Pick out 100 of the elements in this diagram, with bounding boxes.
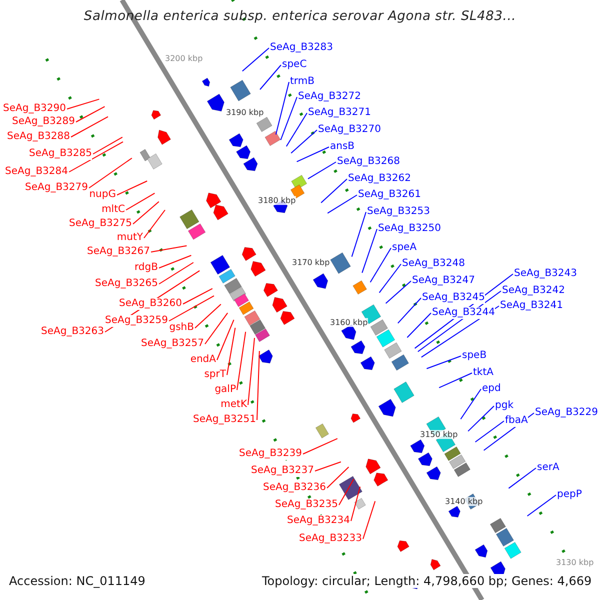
accession-text: Accession: NC_011149 — [9, 574, 146, 588]
leader-line — [280, 96, 298, 140]
leader-line — [260, 64, 282, 90]
gene-label: SeAg_B3260 — [119, 298, 182, 310]
gene-label: speB — [462, 350, 487, 362]
gene-label: SeAg_B3237 — [251, 465, 314, 477]
gene-label: SeAg_B3262 — [348, 173, 411, 185]
gene-label: SeAg_B3271 — [308, 107, 371, 119]
leader-line — [397, 298, 422, 324]
leader-line — [326, 466, 350, 488]
leader-line — [126, 192, 156, 210]
leader-line — [406, 312, 432, 338]
leader-line — [242, 48, 270, 72]
gene-label: SeAg_B3253 — [367, 206, 430, 218]
leader-line — [370, 248, 392, 283]
gene-label: SeAg_B3244 — [432, 307, 495, 319]
scale-label: 3200 kbp — [165, 54, 203, 63]
leader-line — [508, 468, 536, 489]
leader-line — [76, 106, 106, 122]
gene-label: SeAg_B3257 — [141, 338, 204, 350]
leader-line — [474, 420, 504, 442]
gene-label: SeAg_B3233 — [299, 533, 362, 545]
leader-line — [302, 438, 338, 454]
gene-label: SeAg_B3284 — [5, 166, 68, 178]
genome-summary-text: Topology: circular; Length: 4,798,660 bp; Genes: 4,669 — [262, 574, 592, 588]
gene-label: SeAg_B3265 — [95, 278, 158, 290]
leader-line — [314, 461, 342, 472]
leader-line — [286, 112, 308, 147]
leader-line — [362, 228, 378, 274]
leader-line — [275, 82, 290, 135]
scale-label: 3170 kbp — [292, 258, 330, 267]
leader-line — [468, 406, 494, 432]
gene-label: SeAg_B3239 — [239, 448, 302, 460]
gene-label: SeAg_B3235 — [275, 499, 338, 511]
scale-label: 3160 kbp — [330, 318, 368, 327]
leader-line — [320, 178, 348, 204]
gene-label: SeAg_B3267 — [87, 246, 150, 258]
leader-line — [226, 327, 236, 376]
gene-label: epd — [482, 383, 501, 395]
gene-label: SeAg_B3285 — [29, 148, 92, 160]
gene-label: SeAg_B3259 — [105, 315, 168, 327]
gene-label: SeAg_B3242 — [502, 285, 565, 297]
leader-line — [216, 319, 234, 360]
gene-label: SeAg_B3275 — [69, 218, 132, 230]
gene-label: SeAg_B3251 — [193, 414, 256, 426]
leader-line — [308, 162, 336, 180]
leader-line — [204, 312, 228, 344]
gene-label: SeAg_B3270 — [318, 124, 381, 136]
gene-label: galP — [214, 384, 236, 396]
gene-label: SeAg_B3289 — [12, 116, 75, 128]
leader-line — [194, 304, 222, 328]
gene-label: SeAg_B3236 — [263, 482, 326, 494]
leader-line — [290, 130, 318, 154]
gene-label: SeAg_B3279 — [25, 182, 88, 194]
gene-label: SeAg_B3261 — [358, 189, 421, 201]
gene-label: pepP — [557, 489, 582, 501]
gene-label: SeAg_B3250 — [378, 223, 441, 235]
leader-line — [158, 254, 192, 268]
gene-label: SeAg_B3247 — [412, 275, 475, 287]
leader-line — [158, 262, 194, 284]
gene-label: sprT — [204, 369, 226, 381]
scale-label: 3190 kbp — [226, 108, 264, 117]
leader-line — [68, 141, 124, 172]
leader-line — [150, 245, 188, 252]
gene-label: SeAg_B3290 — [3, 103, 66, 115]
gene-label: SeAg_B3288 — [7, 131, 70, 143]
leader-line — [116, 180, 148, 196]
leader-line — [132, 201, 160, 224]
gene-label: rdgB — [134, 262, 158, 274]
gene-label: fbaA — [505, 415, 528, 427]
gene-label: SeAg_B3234 — [287, 515, 350, 527]
leader-line — [483, 412, 534, 451]
leader-line — [248, 337, 255, 406]
scale-label: 3140 kbp — [445, 497, 483, 506]
leader-line — [70, 116, 108, 138]
scale-label: 3150 kbp — [420, 430, 458, 439]
leader-line — [526, 494, 556, 516]
gene-label: nupG — [89, 189, 116, 201]
leader-line — [236, 331, 246, 390]
gene-label: gshB — [169, 322, 194, 334]
gene-label: SeAg_B3243 — [514, 268, 577, 280]
gene-label: SeAg_B3245 — [422, 292, 485, 304]
leader-line — [351, 212, 366, 258]
leader-line — [426, 356, 462, 370]
gene-label: SeAg_B3229 — [535, 407, 598, 419]
leader-line — [460, 388, 482, 420]
leader-line — [182, 288, 213, 304]
gene-label: speC — [282, 59, 307, 71]
leader-line — [256, 350, 260, 420]
title: Salmonella enterica subsp. enterica serovar Agona str. SL483... — [82, 9, 518, 24]
leader-line — [88, 158, 132, 188]
gene-label: SeAg_B3283 — [270, 42, 333, 54]
gene-label: speA — [392, 242, 417, 254]
leader-line — [385, 280, 412, 304]
gene-label: SeAg_B3241 — [500, 300, 563, 312]
gene-label: SeAg_B3268 — [337, 156, 400, 168]
leader-line — [350, 486, 361, 522]
gene-label: SeAg_B3263 — [41, 326, 104, 338]
leader-line — [338, 478, 354, 506]
leader-line — [438, 372, 472, 388]
